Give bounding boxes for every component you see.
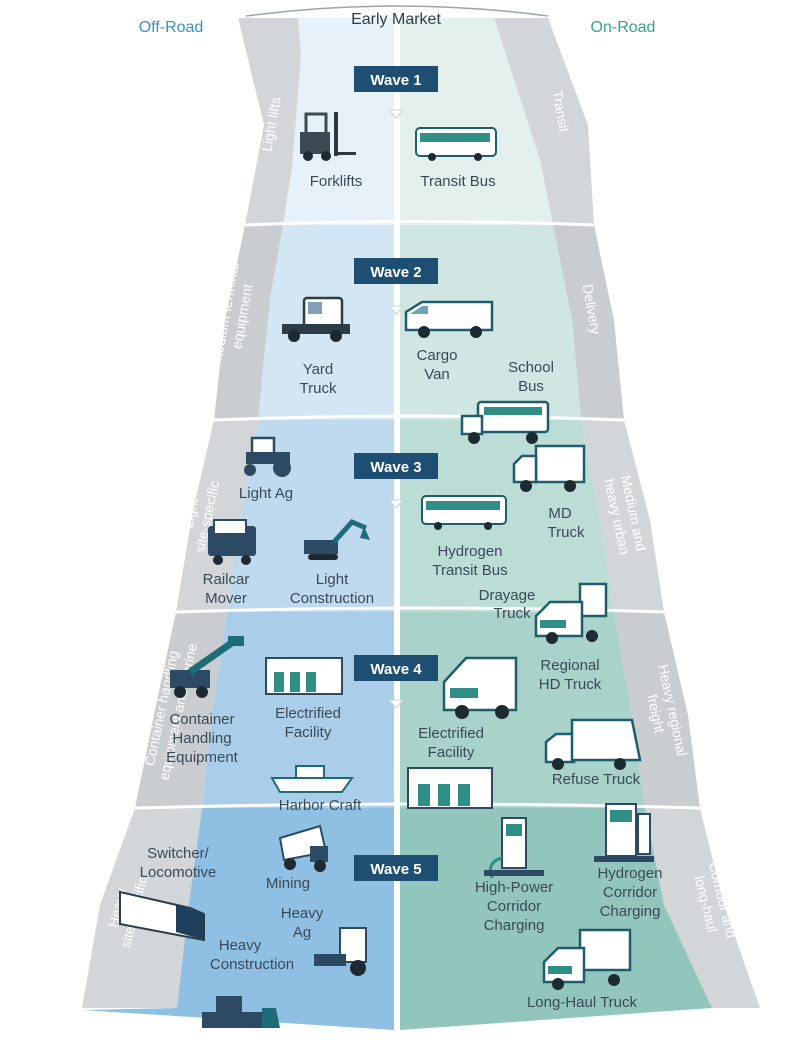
label-light-ag: Light Ag: [239, 485, 293, 502]
cargo-van-icon: [404, 300, 494, 338]
onroad-wave1-panel: [400, 18, 553, 225]
tractor-icon: [244, 436, 291, 477]
wave-4-badge: Wave 4: [354, 655, 438, 709]
facility-icon-right: [407, 767, 493, 809]
band-left-2-shape: [214, 225, 283, 420]
label-harbor-craft: Harbor Craft: [279, 797, 362, 814]
railcar-mover-icon: [208, 519, 256, 565]
harvester-icon: [314, 927, 367, 976]
svg-text:Wave 1: Wave 1: [370, 72, 421, 89]
wave-5-badge: Wave 5: [354, 855, 438, 881]
label-long-haul-truck: Long-Haul Truck: [527, 994, 638, 1011]
separator-2: [213, 414, 625, 422]
right-side-bands: [494, 18, 760, 1008]
band-right-4-shape: [614, 612, 700, 808]
wave-2-badge: Wave 2: [354, 258, 438, 315]
onroad-wave5-panel: [400, 808, 712, 1030]
locomotive-icon: [119, 890, 205, 942]
transit-bus-icon: [415, 127, 497, 161]
reach-stacker-icon: [170, 636, 244, 698]
band-left-1-shape: [238, 18, 301, 225]
band-left-3-shape: [176, 420, 258, 612]
md-truck-icon: [512, 444, 586, 492]
forklift-icon: [300, 112, 356, 161]
mining-icon: [278, 824, 328, 872]
offroad-wave4-panel: [202, 612, 394, 808]
header-offroad: Off-Road: [139, 19, 204, 36]
excavator-icon: [304, 518, 370, 560]
long-haul-truck-icon: [542, 928, 632, 990]
svg-text:Wave 2: Wave 2: [370, 264, 421, 281]
facility-icon: [265, 657, 343, 695]
header-title: Early Market: [351, 11, 441, 28]
yard-truck-icon: [282, 296, 350, 342]
label-mining: Mining: [266, 875, 310, 892]
label-transit-bus: Transit Bus: [420, 173, 495, 190]
band-right-1-shape: [494, 18, 594, 225]
band-right-2-shape: [553, 225, 624, 420]
label-refuse-truck: Refuse Truck: [552, 771, 641, 788]
wave-1-badge: Wave 1: [354, 66, 438, 119]
drayage-truck-icon: [534, 582, 608, 644]
charger-icon: [484, 817, 544, 879]
band-right-3-shape: [581, 420, 664, 612]
svg-text:Wave 5: Wave 5: [370, 861, 421, 878]
separator-1: [244, 220, 595, 227]
school-bus-icon: [460, 400, 550, 444]
band-right-5-shape: [645, 808, 760, 1008]
wave-3-badge: Wave 3: [354, 453, 438, 509]
header-onroad: On-Road: [591, 19, 656, 36]
bulldozer-icon: [202, 996, 280, 1028]
wave-badges: Wave 1 Wave 2 Wave 3 Wave 4 Wave 5: [354, 66, 438, 881]
svg-text:Wave 4: Wave 4: [370, 661, 422, 678]
band-right-1: Transit: [549, 89, 572, 134]
label-switcher: Switcher/Locomotive: [140, 845, 217, 881]
header-arc: [245, 5, 549, 17]
left-side-bands: [82, 18, 301, 1008]
regional-truck-icon: [442, 656, 518, 719]
svg-text:Wave 3: Wave 3: [370, 459, 421, 476]
refuse-truck-icon: [544, 718, 642, 770]
hydrogen-bus-icon: [421, 495, 507, 530]
harbor-craft-icon: [270, 765, 354, 793]
offroad-wave3-panel: [227, 420, 394, 612]
hydrogen-dispenser-icon: [594, 803, 654, 862]
label-forklifts: Forklifts: [310, 173, 363, 190]
